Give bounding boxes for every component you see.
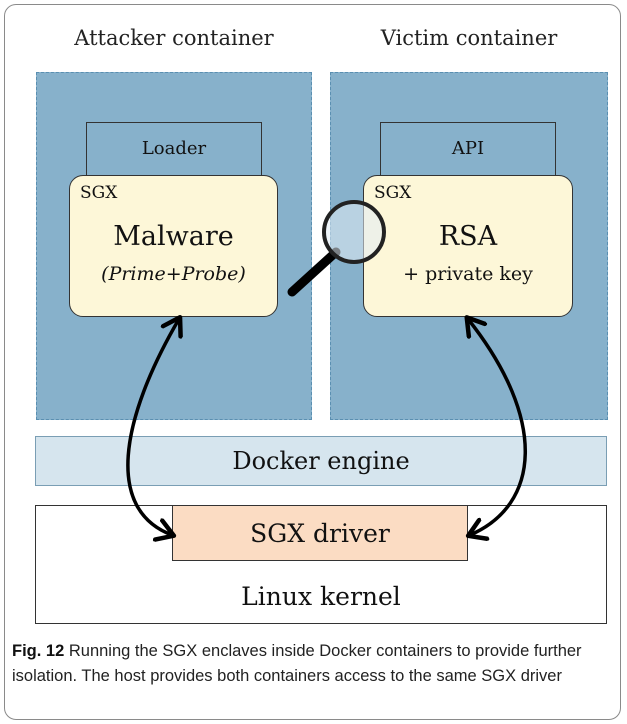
attacker-container-heading: Attacker container <box>74 26 274 50</box>
caption-text: Running the SGX enclaves inside Docker c… <box>12 642 582 685</box>
attacker-driver-arrow <box>126 319 179 535</box>
docker-engine-label: Docker engine <box>232 447 410 475</box>
malware-subtitle: (Prime+Probe) <box>101 263 246 285</box>
malware-enclave: SGX Malware (Prime+Probe) <box>69 175 278 317</box>
sgx-driver: SGX driver <box>172 505 468 561</box>
sgx-tag: SGX <box>80 183 118 203</box>
rsa-title: RSA <box>438 221 498 252</box>
rsa-enclave: SGX RSA + private key <box>363 175 573 317</box>
sgx-tag: SGX <box>374 183 412 203</box>
victim-container-heading: Victim container <box>380 26 558 50</box>
victim-driver-arrow <box>468 319 527 535</box>
malware-title: Malware <box>113 221 234 252</box>
loader-label: Loader <box>141 137 207 159</box>
linux-kernel-label: Linux kernel <box>241 582 401 611</box>
caption-label: Fig. 12 <box>12 642 65 660</box>
api-label: API <box>451 137 485 159</box>
sgx-driver-label: SGX driver <box>250 518 390 548</box>
rsa-subtitle: + private key <box>403 263 533 285</box>
figure-caption: Fig. 12 Running the SGX enclaves inside … <box>12 639 612 689</box>
magnifier-icon <box>287 200 386 297</box>
